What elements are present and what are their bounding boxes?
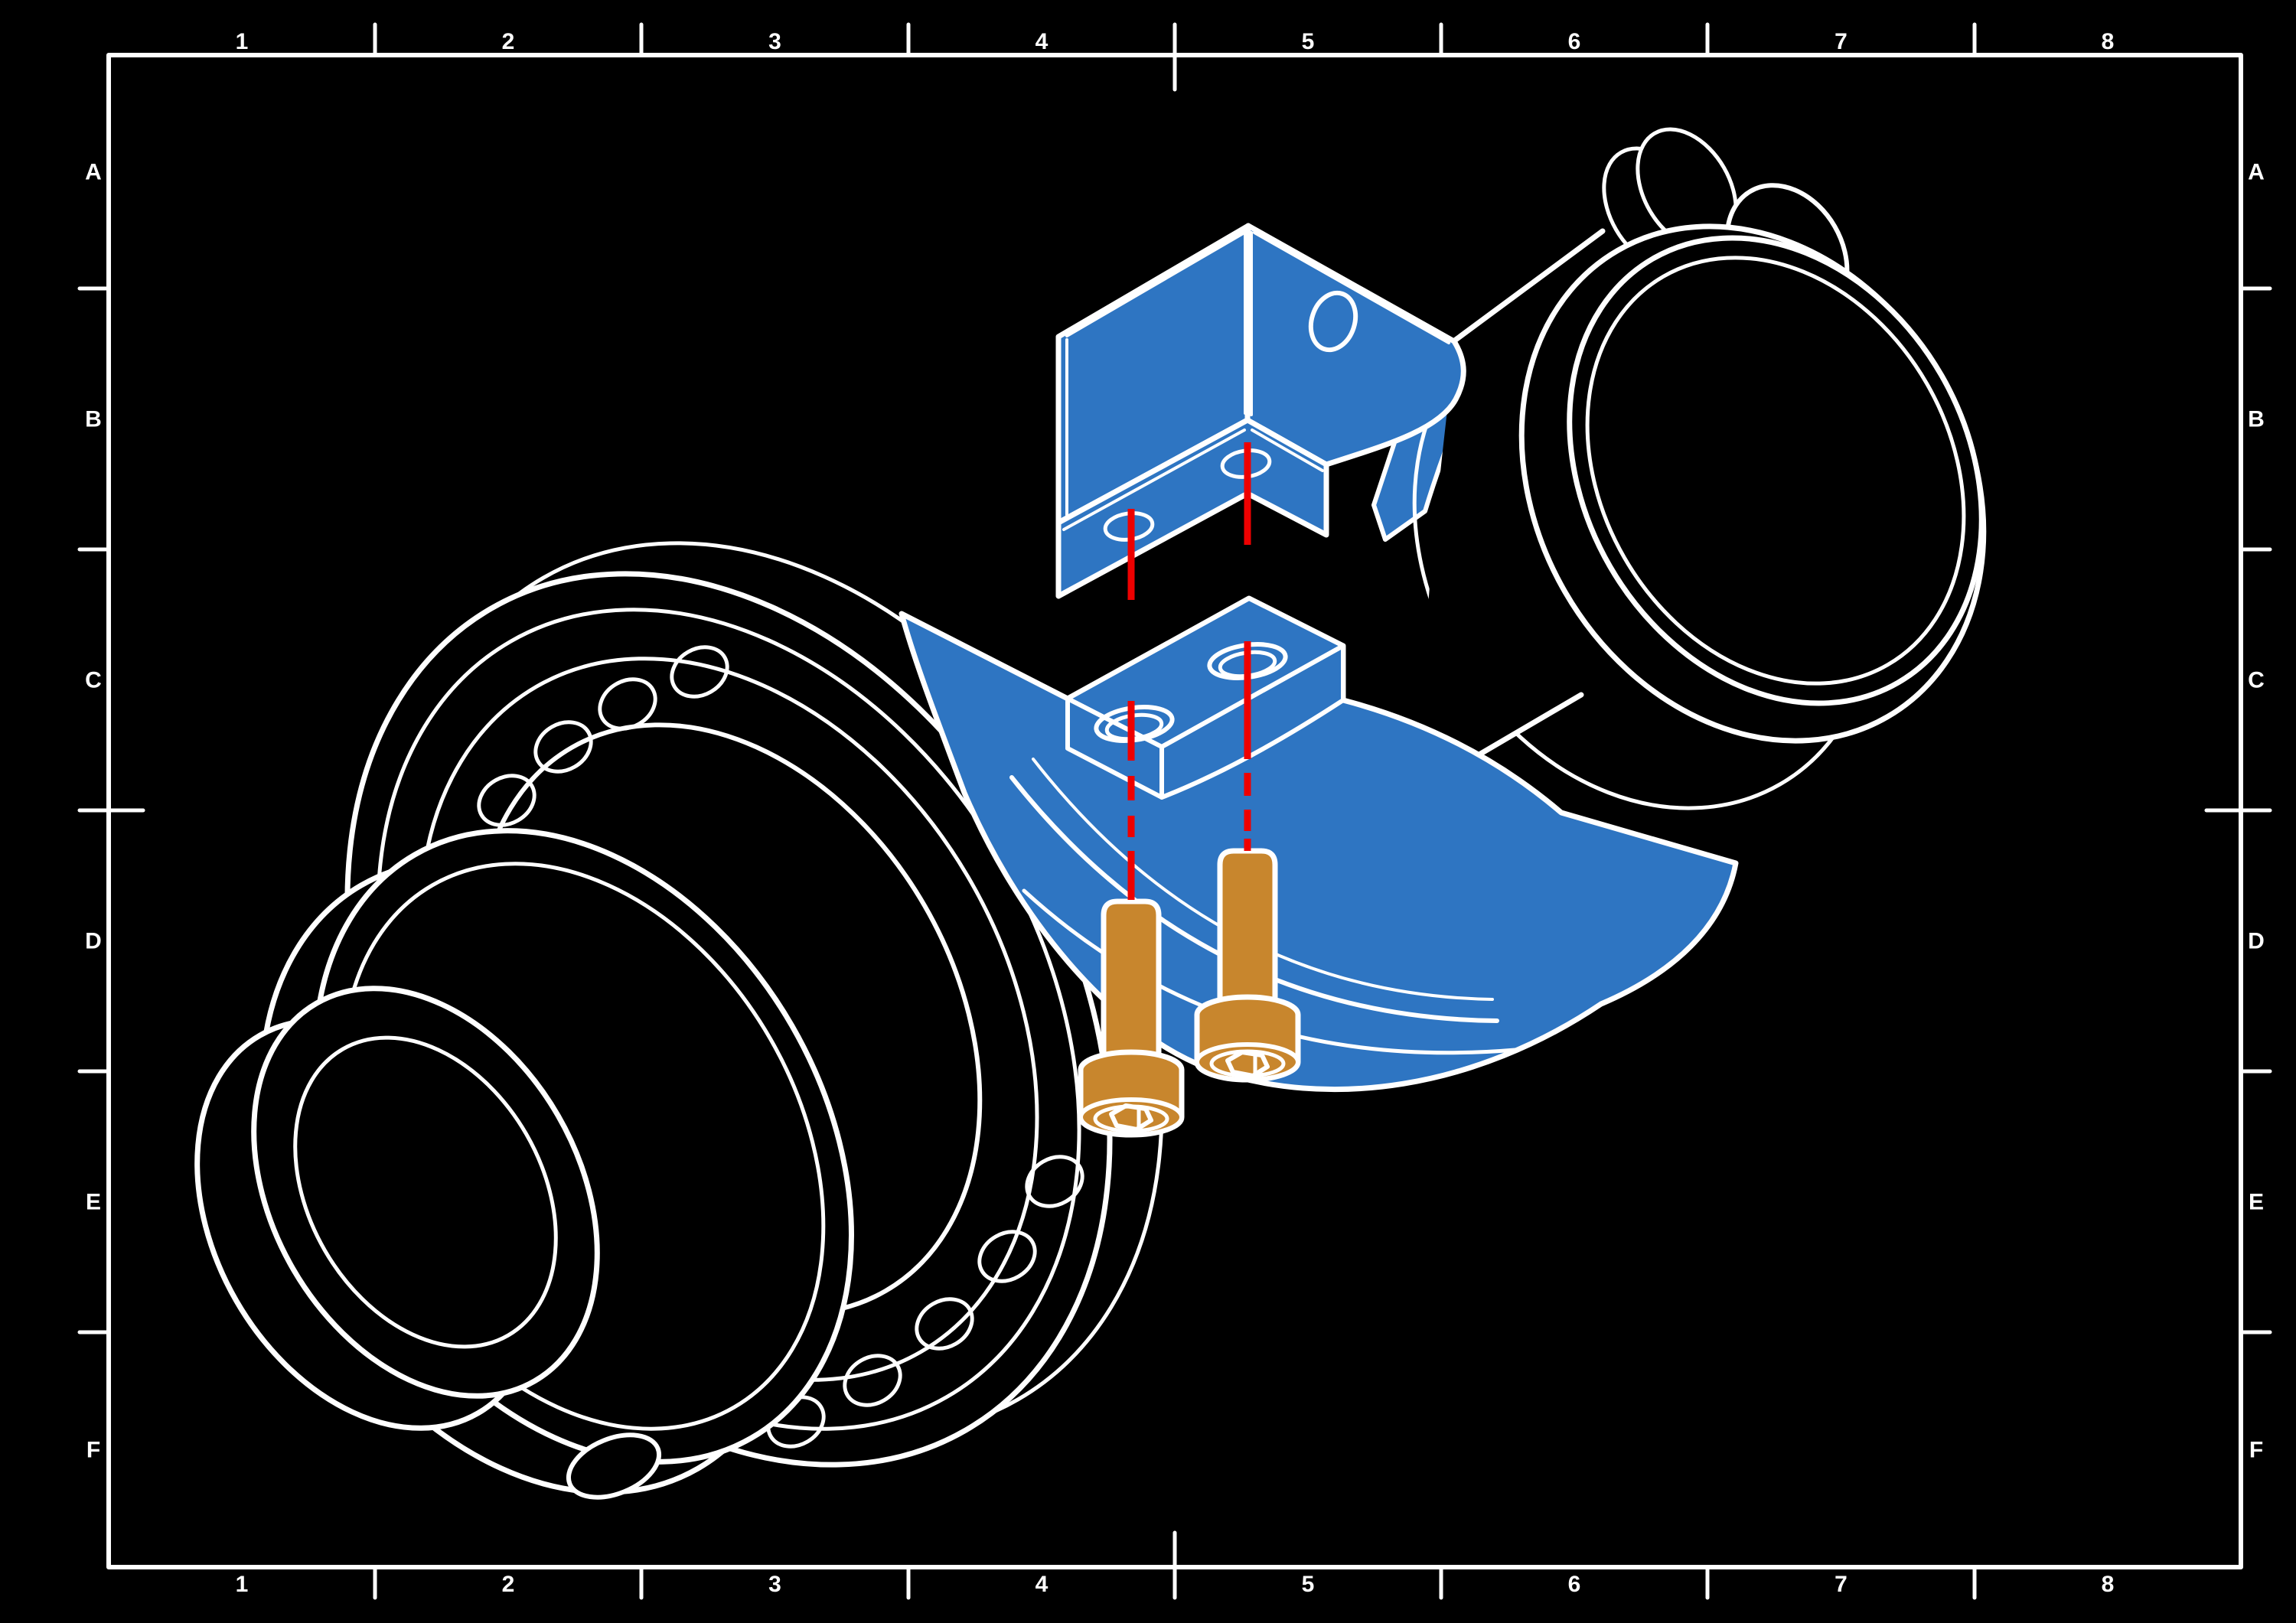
grid-column-label-bottom: 4: [1035, 1572, 1049, 1597]
bearing-ball: [477, 774, 536, 827]
grid-row-label-left: A: [85, 160, 102, 185]
bearing-ball: [1025, 1155, 1084, 1208]
bearing-ball: [598, 677, 657, 731]
end-cap-front-face: [251, 986, 600, 1399]
grid-column-label-top: 6: [1568, 29, 1581, 54]
grid-row-label-left: C: [85, 668, 102, 693]
flange-side-hole: [566, 1432, 662, 1500]
grid-row-label-right: A: [2248, 160, 2265, 185]
end-cap: [194, 986, 600, 1431]
screw-shaft: [1101, 898, 1162, 1071]
bracket-flange-fold-line: [1251, 429, 1324, 472]
bearing-ball: [533, 720, 593, 774]
screw-hex-socket: [1109, 1103, 1153, 1132]
bracket-flange-fold-line: [1062, 429, 1246, 531]
grid-row-label-right: B: [2248, 407, 2265, 432]
end-cap-inner-ring: [293, 1035, 558, 1349]
grid-column-label-top: 8: [2102, 29, 2115, 54]
motor-body-surface: [1423, 231, 1603, 785]
grid-column-label-top: 2: [502, 29, 515, 54]
bracket-bottom-flange: [1055, 417, 1329, 599]
screw-hex-socket: [1225, 1050, 1270, 1078]
grid-row-label-left: E: [86, 1190, 101, 1215]
motor-top-silhouette: [1453, 228, 1606, 343]
clamp-boss-front-right-face: [1159, 644, 1345, 800]
alignment-centerlines: [1127, 442, 1251, 900]
bearing-ball: [977, 1230, 1037, 1283]
grid-row-label-left: B: [85, 407, 102, 432]
grid-row-label-left: D: [85, 929, 102, 954]
grid-column-label-top: 1: [236, 29, 249, 54]
screw-shaft: [1217, 848, 1278, 1016]
bracket-side-hole: [1308, 290, 1358, 353]
grid-column-label-top: 7: [1835, 29, 1848, 54]
grid-row-label-right: D: [2248, 929, 2265, 954]
grid-row-label-right: C: [2248, 668, 2265, 693]
grid-column-label-top: 3: [768, 29, 781, 54]
bearing-ball: [915, 1297, 974, 1351]
motor-body: [1412, 127, 1987, 810]
grid-column-label-bottom: 2: [502, 1572, 515, 1597]
grid-row-label-left: F: [86, 1438, 100, 1463]
grid-column-label-bottom: 7: [1835, 1572, 1848, 1597]
bearing-ball: [670, 645, 729, 699]
motor-face-inner-ring: [1585, 256, 1966, 686]
bracket-edge-highlight: [1065, 231, 1246, 337]
socket-head-screw-left: [1078, 898, 1185, 1138]
grid-column-label-bottom: 1: [236, 1572, 249, 1597]
grid-column-label-bottom: 8: [2102, 1572, 2115, 1597]
grid-column-label-bottom: 6: [1568, 1572, 1581, 1597]
grid-column-label-bottom: 3: [768, 1572, 781, 1597]
bearing-balls-bottom: [766, 1155, 1084, 1449]
motor-front-face: [1567, 235, 1985, 706]
grid-column-label-top: 5: [1302, 29, 1315, 54]
grid-column-label-top: 4: [1035, 29, 1049, 54]
socket-head-screw-right: [1194, 848, 1301, 1083]
bearing-ball: [843, 1354, 902, 1407]
bracket-edge-highlight: [1253, 231, 1450, 344]
bracket-right-face: [1244, 223, 1466, 468]
mounting-bracket: [1055, 223, 1466, 599]
grid-row-label-right: F: [2249, 1438, 2263, 1463]
grid-column-label-bottom: 5: [1302, 1572, 1315, 1597]
grid-row-label-right: E: [2249, 1190, 2264, 1215]
